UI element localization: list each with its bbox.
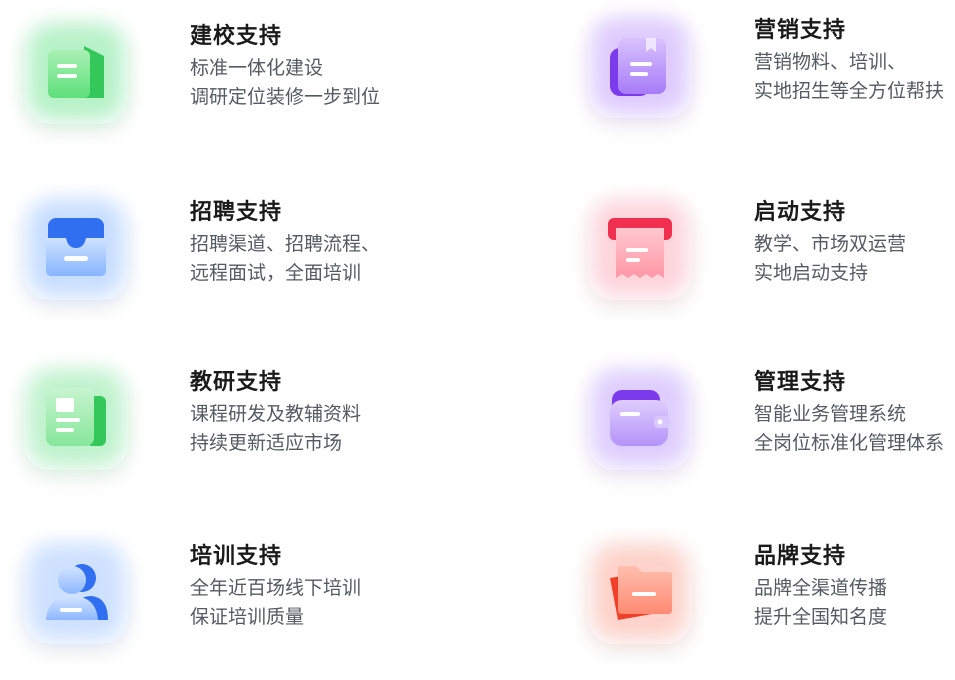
item-desc-line-2: 持续更新适应市场 xyxy=(190,432,343,454)
support-item-marketing: 营销支持 营销物料、培训、 实地招生等全方位帮扶 xyxy=(588,14,955,154)
item-title: 教研支持 xyxy=(190,370,283,395)
item-desc-line-2: 实地招生等全方位帮扶 xyxy=(754,80,945,102)
tile xyxy=(24,366,128,470)
item-desc-line-2: 全岗位标准化管理体系 xyxy=(754,432,945,454)
tile xyxy=(588,196,692,300)
tile xyxy=(588,14,692,118)
item-desc-line-1: 教学、市场双运营 xyxy=(754,233,907,255)
item-desc-line-2: 调研定位装修一步到位 xyxy=(190,86,381,108)
tile xyxy=(588,540,692,644)
item-title: 启动支持 xyxy=(754,200,847,225)
receipt-icon xyxy=(608,218,672,278)
support-item-training: 培训支持 全年近百场线下培训 保证培训质量 xyxy=(24,540,484,680)
item-title: 建校支持 xyxy=(190,24,283,49)
tile xyxy=(24,20,128,124)
item-desc-line-1: 招聘渠道、招聘流程、 xyxy=(190,233,381,255)
support-item-campus: 建校支持 标准一体化建设 调研定位装修一步到位 xyxy=(24,20,484,160)
item-desc-line-2: 远程面试，全面培训 xyxy=(190,262,362,284)
book-icon xyxy=(610,38,666,96)
tile xyxy=(588,366,692,470)
support-item-research: 教研支持 课程研发及教辅资料 持续更新适应市场 xyxy=(24,366,484,506)
item-title: 品牌支持 xyxy=(754,544,847,569)
item-desc-line-2: 实地启动支持 xyxy=(754,262,869,284)
item-desc-line-2: 提升全国知名度 xyxy=(754,606,888,628)
item-desc-line-1: 全年近百场线下培训 xyxy=(190,577,362,599)
item-desc-line-2: 保证培训质量 xyxy=(190,606,305,628)
support-item-management: 管理支持 智能业务管理系统 全岗位标准化管理体系 xyxy=(588,366,955,506)
support-item-recruit: 招聘支持 招聘渠道、招聘流程、 远程面试，全面培训 xyxy=(24,196,484,336)
user-icon xyxy=(46,564,108,620)
building-icon xyxy=(48,46,104,98)
item-desc-line-1: 智能业务管理系统 xyxy=(754,403,907,425)
item-desc-line-1: 课程研发及教辅资料 xyxy=(190,403,362,425)
item-desc-line-1: 品牌全渠道传播 xyxy=(754,577,888,599)
support-item-launch: 启动支持 教学、市场双运营 实地启动支持 xyxy=(588,196,955,336)
item-title: 培训支持 xyxy=(190,544,283,569)
tile xyxy=(24,540,128,644)
wallet-icon xyxy=(610,390,670,446)
item-title: 管理支持 xyxy=(754,370,847,395)
item-title: 招聘支持 xyxy=(190,200,283,225)
item-desc-line-1: 标准一体化建设 xyxy=(190,57,324,79)
folder-icon xyxy=(610,566,672,620)
support-item-brand: 品牌支持 品牌全渠道传播 提升全国知名度 xyxy=(588,540,955,680)
inbox-icon xyxy=(46,218,106,276)
document-icon xyxy=(46,388,106,446)
item-desc-line-1: 营销物料、培训、 xyxy=(754,51,907,73)
item-title: 营销支持 xyxy=(754,18,847,43)
tile xyxy=(24,196,128,300)
